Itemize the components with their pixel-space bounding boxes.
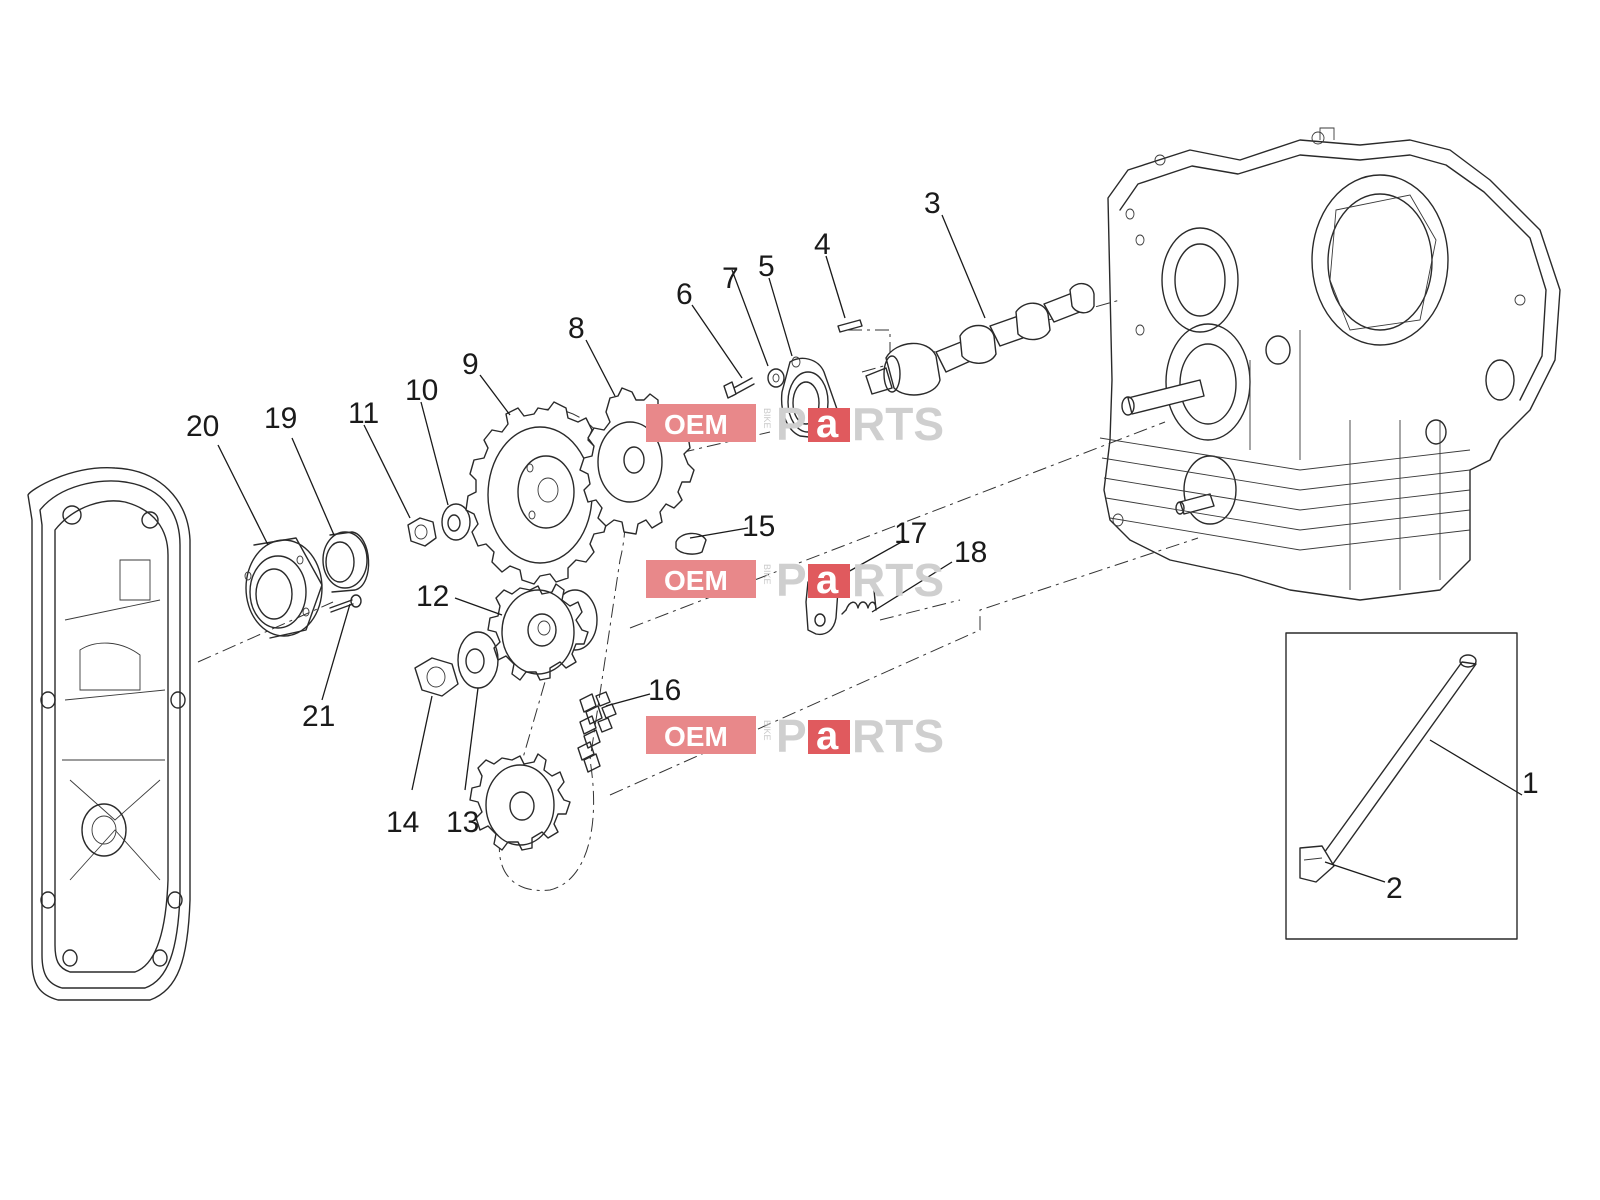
part-21-screw [329,594,362,613]
callout-4: 4 [814,228,831,261]
callout-21: 21 [302,700,335,733]
part-14-nut [414,657,459,697]
callout-5: 5 [758,250,775,283]
callout-6: 6 [676,278,693,311]
part-3-camshaft [865,283,1095,396]
part-1-rod [1315,654,1477,869]
part-6-bolt [723,377,755,399]
watermark-bike: BIKE [762,720,772,741]
watermark-a: a [816,714,839,758]
watermark-a-badge [808,720,850,754]
watermark-badge [646,560,756,598]
callout-1: 1 [1522,767,1539,800]
crankcase [1099,127,1561,601]
callout-10: 10 [405,374,438,407]
watermark-a-badge [808,564,850,598]
watermark-a: a [816,402,839,446]
callout-16: 16 [648,674,681,707]
watermark-p: P [776,398,807,450]
callout-15: 15 [742,510,775,543]
part-2-end [1299,845,1335,883]
watermark-1: OEM BIKE P a RTS [646,398,944,450]
part-15-key [675,532,707,555]
callout-2: 2 [1386,872,1403,905]
lower-sprocket [469,753,571,851]
watermark-rts: RTS [852,710,944,762]
watermark-a-badge [808,408,850,442]
watermark-p: P [776,554,807,606]
watermark-bike: BIKE [762,564,772,585]
watermark-oem: OEM [664,721,728,752]
watermark-badge [646,404,756,442]
watermark-2: OEM BIKE P a RTS [646,554,944,606]
timing-cover [27,467,191,1001]
watermark-badge [646,716,756,754]
part-12-sprocket [487,583,598,681]
part-7-washer [767,368,785,388]
callout-14: 14 [386,806,419,839]
watermark-rts: RTS [852,554,944,606]
callout-13: 13 [446,806,479,839]
callout-17: 17 [894,517,927,550]
callout-8: 8 [568,312,585,345]
callout-3: 3 [924,187,941,220]
part-13-washer [457,631,499,689]
watermark-oem: OEM [664,565,728,596]
callout-18: 18 [954,536,987,569]
leader-lines [217,214,1523,883]
inset-box [1285,632,1518,940]
watermark-rts: RTS [852,398,944,450]
watermark-a: a [816,558,839,602]
callout-20: 20 [186,410,219,443]
watermark-p: P [776,710,807,762]
watermark-oem: OEM [664,409,728,440]
callout-7: 7 [722,262,739,295]
part-16-chain [577,691,617,773]
part-18-spring [841,589,877,615]
part-10-washer [441,503,471,541]
callout-12: 12 [416,580,449,613]
part-19-seal [322,531,370,593]
callout-11: 11 [348,397,379,430]
callout-9: 9 [462,348,479,381]
callout-19: 19 [264,402,297,435]
part-4-pin [837,319,863,333]
watermark-3: OEM BIKE P a RTS [646,710,944,762]
part-20-flange [244,537,323,639]
part-11-nut [407,517,437,547]
callout-labels: 1 2 3 4 5 6 7 8 9 10 11 12 13 14 15 16 1… [186,187,1539,905]
watermark-bike: BIKE [762,408,772,429]
